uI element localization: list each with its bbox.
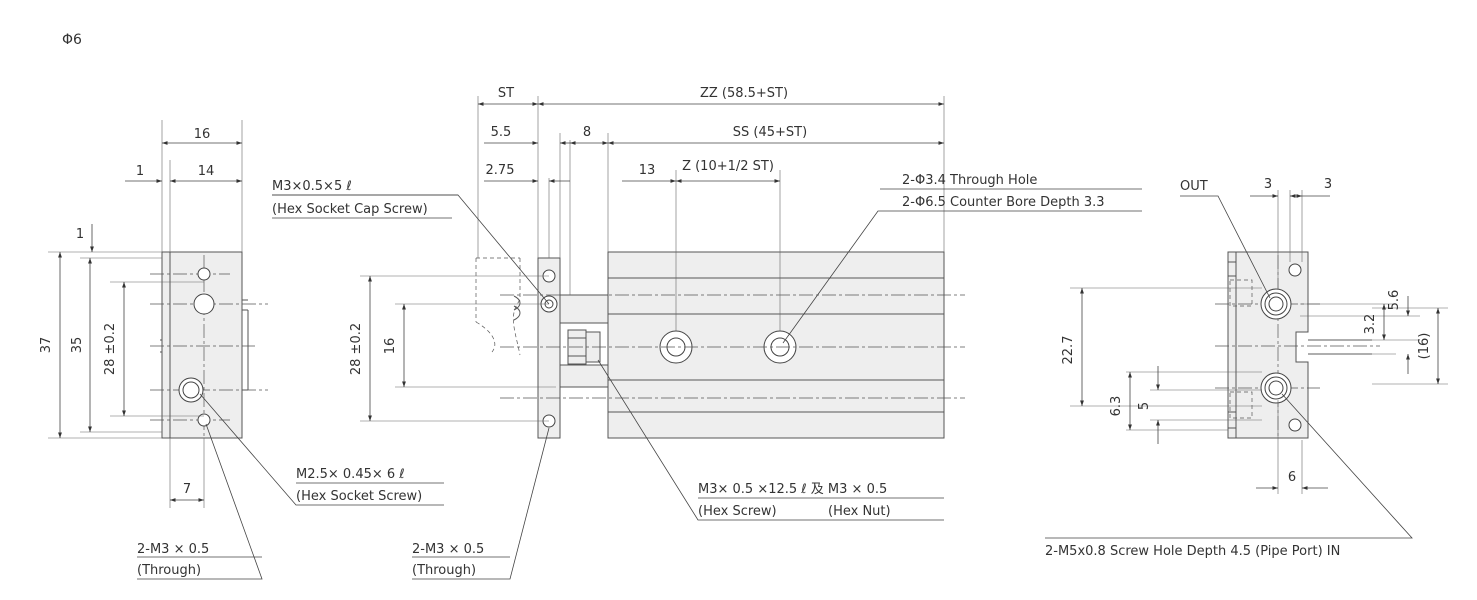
leader-thread: [137, 423, 263, 580]
leader-out: [1180, 195, 1271, 299]
callout-hex-line1: M3× 0.5 ×12.5 ℓ 及 M3 × 0.5: [698, 482, 887, 497]
callout-hex-screw: (Hex Screw): [698, 504, 777, 519]
end-plate: [537, 257, 561, 439]
center-hole: [193, 293, 215, 315]
front-view: ST ZZ (58.5+ST) 5.5 8 SS (45+ST) 2.75 13…: [272, 86, 1142, 580]
callout-front-thread-line2: (Through): [412, 563, 476, 578]
dim-6: 6: [1288, 470, 1296, 485]
dim-z: Z (10+1/2 ST): [682, 159, 774, 174]
callout-socket-screw-line1: M2.5× 0.45× 6 ℓ: [296, 467, 405, 482]
callout-through-hole-line2: 2-Φ6.5 Counter Bore Depth 3.3: [902, 195, 1105, 210]
callout-cap-screw-line1: M3×0.5×5 ℓ: [272, 179, 352, 194]
dim-ss: SS (45+ST): [733, 125, 807, 140]
dim-5-6: 5.6: [1387, 290, 1402, 311]
leader-in-port: [1045, 393, 1413, 539]
callout-hex-nut: (Hex Nut): [828, 504, 891, 519]
callout-front-thread-line1: 2-M3 × 0.5: [412, 542, 484, 557]
dim-28-tol-front: 28 ±0.2: [349, 323, 364, 375]
dim-zz: ZZ (58.5+ST): [700, 86, 788, 101]
dim-3-right: 3: [1324, 177, 1332, 192]
bottom-thread-hole: [197, 413, 211, 427]
dim-16-front: 16: [383, 338, 398, 355]
dim-5: 5: [1137, 402, 1152, 410]
dim-35: 35: [70, 337, 85, 354]
out-label: OUT: [1180, 179, 1208, 194]
leader-front-thread: [412, 427, 550, 580]
dim-16: 16: [194, 127, 211, 142]
guide-rod: [555, 294, 611, 324]
dim-3-left: 3: [1264, 177, 1272, 192]
dim-13: 13: [639, 163, 656, 178]
top-thread-hole: [197, 267, 211, 281]
lower-rod: [555, 364, 611, 388]
dim-st: ST: [498, 86, 514, 101]
leader-socket-screw: [199, 393, 444, 506]
callout-thread-line1: 2-M3 × 0.5: [137, 542, 209, 557]
callout-through-hole-line1: 2-Φ3.4 Through Hole: [902, 173, 1037, 188]
dim-37: 37: [39, 337, 54, 354]
dim-8: 8: [583, 125, 591, 140]
callout-pipe-port: 2-M5x0.8 Screw Hole Depth 4.5 (Pipe Port…: [1045, 544, 1340, 559]
dim-3-2: 3.2: [1363, 314, 1378, 335]
dim-1-vertical: 1: [76, 227, 84, 242]
dim-1-horizontal: 1: [136, 164, 144, 179]
left-side-view: 16 14 1 1 37 35 28 ±0.2 7 M2.5× 0.45× 6 …: [39, 120, 444, 580]
callout-thread-line2: (Through): [137, 563, 201, 578]
dim-2-75: 2.75: [486, 163, 515, 178]
leader-hex: [597, 359, 944, 521]
callout-cap-screw-line2: (Hex Socket Cap Screw): [272, 202, 428, 217]
left-body: [161, 251, 243, 439]
dim-14: 14: [198, 164, 215, 179]
dim-6-3: 6.3: [1109, 396, 1124, 417]
dim-22-7: 22.7: [1061, 336, 1076, 365]
dim-5-5: 5.5: [491, 125, 512, 140]
drawing-title: Φ6: [62, 32, 82, 48]
callout-socket-screw-line2: (Hex Socket Screw): [296, 489, 422, 504]
right-side-view: 3 3 3.2 5.6 (16) 22.7 6.3 5 6 OUT 2-M5x0…: [1045, 177, 1448, 559]
leader-through-hole: [782, 210, 1142, 344]
dim-7: 7: [183, 482, 191, 497]
dim-28-tol: 28 ±0.2: [103, 323, 118, 375]
dim-16-ref: (16): [1417, 333, 1432, 360]
